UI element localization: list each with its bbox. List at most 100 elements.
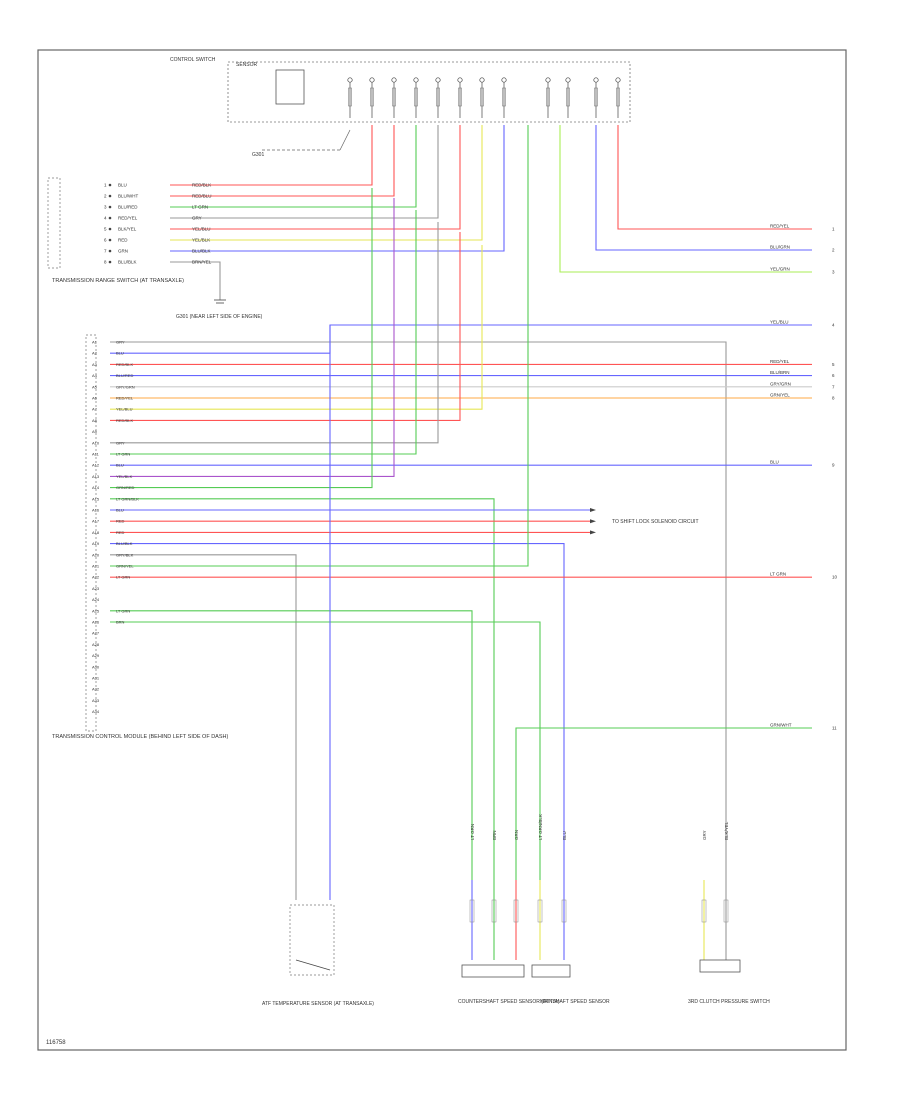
- wire-tcm-a15: [110, 498, 495, 880]
- range-switch-pin-wire-label: BLU/WHT: [118, 194, 139, 199]
- tcm-pin-wire-label: YEL/BLU: [116, 407, 133, 412]
- top-connector-pin-block: [616, 87, 620, 107]
- right-wire-label: GRY/GRN: [770, 381, 791, 386]
- tcm-pin-number: A18: [92, 530, 100, 535]
- range-switch-pin: [108, 183, 112, 187]
- range-switch-pin-number: 6: [104, 238, 107, 243]
- range-switch-pin-wire-label: RED/YEL: [118, 216, 138, 221]
- component-label-3rd-clutch: 3RD CLUTCH PRESSURE SWITCH: [688, 999, 770, 1005]
- sensor-wire-label: BLK/YEL: [724, 821, 729, 840]
- range-switch-pin-number: 2: [104, 194, 107, 199]
- tcm-pin-wire-label: LT GRN: [116, 575, 130, 580]
- tcm-pin-wire-label: BLU: [116, 351, 124, 356]
- footer-code: 116758: [46, 1040, 66, 1046]
- wire-tcm-a14: [110, 188, 373, 489]
- top-connector-outline: [227, 61, 631, 123]
- wire-rs-6: [170, 125, 483, 241]
- range-switch-label: TRANSMISSION RANGE SWITCH (AT TRANSAXLE): [52, 278, 184, 284]
- top-connector-pin: [347, 77, 353, 83]
- shift-ctrl-arrow: [590, 519, 596, 524]
- range-switch-pin: [108, 216, 112, 220]
- tcm-pin-wire-label: LT GRN: [116, 452, 130, 457]
- right-wire-label: GRN/WHT: [770, 723, 792, 728]
- tcm-pin-number: A32: [92, 687, 100, 692]
- sensor-wire-block: [513, 899, 519, 923]
- top-connector-pin-block: [546, 87, 550, 107]
- tcm-pin-number: A7: [92, 407, 98, 412]
- wire-rs-7: [170, 125, 505, 252]
- top-connector-pin: [413, 77, 419, 83]
- sensor-wire-block: [723, 899, 729, 923]
- right-wire-ref-number: 2: [832, 248, 835, 253]
- tcm-pin-number: A1: [92, 340, 98, 345]
- wire-tcm-a8: [110, 232, 461, 421]
- tcm-pin-wire-label: GRN/RED: [116, 485, 135, 490]
- countershaft-sensor-outline: [461, 964, 525, 978]
- tcm-pin-number: A34: [92, 709, 100, 714]
- top-connector-pin-block: [502, 87, 506, 107]
- sensor-wire-block: [561, 899, 567, 923]
- shift-ctrl-arrow: [590, 508, 596, 512]
- tcm-pin-number: A27: [92, 631, 100, 636]
- diagram-frame: [37, 49, 847, 1051]
- tcm-pin-number: A24: [92, 597, 100, 602]
- tcm-pin-number: A33: [92, 698, 100, 703]
- right-wire-ref-number: 7: [832, 384, 835, 389]
- tcm-pin-number: A28: [92, 642, 100, 647]
- range-switch-pin-wire-label: RED: [118, 238, 128, 243]
- wire-tcm-a21: [110, 125, 529, 567]
- top-connector-label-left: CONTROL SWITCH: [170, 57, 216, 63]
- wire-tcm-a19: [110, 543, 565, 880]
- range-switch-pin: [108, 260, 112, 264]
- tcm-pin-number: A17: [92, 519, 100, 524]
- tcm-pin-wire-label: LT GRN: [116, 608, 130, 613]
- range-switch-ground-label: G301 (NEAR LEFT SIDE OF ENGINE): [176, 314, 263, 320]
- sensor-wire-label: GRN: [514, 830, 519, 840]
- top-connector-pin-block: [392, 87, 396, 107]
- right-wire-label: RED/YEL: [770, 224, 790, 229]
- top-connector-pin-block: [348, 87, 352, 107]
- tcm-pin-wire-label: GRN/YEL: [116, 564, 134, 569]
- top-connector-pin-block: [566, 87, 570, 107]
- top-connector-pin: [593, 77, 599, 83]
- range-switch-pin-number: 3: [104, 205, 107, 210]
- tcm-pin-wire-label: BLU/RED: [116, 373, 133, 378]
- sensor-wire-label: LT GRN/BLK: [538, 814, 543, 840]
- range-switch-pin: [108, 227, 112, 231]
- sensor-wire-block: [469, 899, 475, 923]
- range-switch-outline: [47, 177, 61, 269]
- wires-layer: [110, 125, 812, 960]
- wire-top-right-1: [617, 125, 812, 230]
- tcm-pin-wire-label: RED/BLK: [116, 418, 133, 423]
- wire-rs-8: [170, 261, 221, 300]
- top-connector-pin-block: [414, 87, 418, 107]
- right-wire-ref-number: 4: [832, 323, 835, 328]
- wire-tcm-a11: [110, 210, 417, 455]
- top-control-switch-symbol: [275, 69, 305, 105]
- wire-tcm-a7: [110, 245, 483, 410]
- range-switch-pin-wire-label: GRN: [118, 249, 128, 254]
- tcm-pin-number: A19: [92, 541, 100, 546]
- tcm-pin-number: A13: [92, 474, 100, 479]
- tcm-pin-number: A3: [92, 362, 98, 367]
- right-wire-label: BLU/BRN: [770, 370, 790, 375]
- range-switch-out-wire-label: GRY: [192, 216, 202, 221]
- wire-rs-1: [170, 125, 373, 186]
- tcm-pin-number: A29: [92, 653, 100, 658]
- range-switch-out-wire-label: RED/BLU: [192, 194, 212, 199]
- tcm-pin-wire-label: GRY: [116, 440, 125, 445]
- range-switch-pin-wire-label: BLU/BLK: [118, 260, 137, 265]
- right-wire-ref-number: 1: [832, 227, 835, 232]
- right-wire-label: BLU: [770, 460, 779, 465]
- atf-sensor-symbol: [295, 959, 331, 971]
- 3rd-clutch-switch-outline: [699, 959, 741, 973]
- top-connector-pin-block: [458, 87, 462, 107]
- top-connector-pin: [457, 77, 463, 83]
- component-label-countershaft: COUNTERSHAFT SPEED SENSOR (AT T/A): [458, 999, 560, 1005]
- tcm-pin-number: A21: [92, 564, 100, 569]
- range-switch-out-wire-label: BRN/YEL: [192, 260, 212, 265]
- tcm-pin-wire-label: RED: [116, 530, 125, 535]
- range-switch-pin-wire-label: BLK/YEL: [118, 227, 137, 232]
